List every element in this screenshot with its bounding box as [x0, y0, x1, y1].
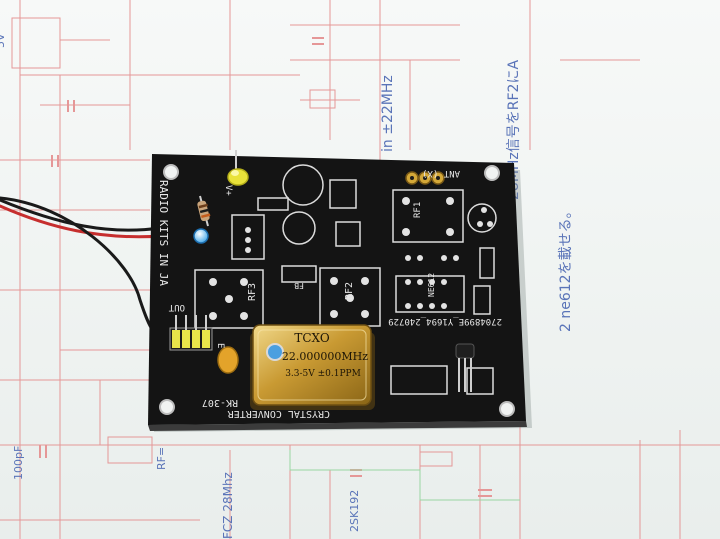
tcxo-spec: 3.3-5V ±0.1PPM	[285, 369, 361, 379]
silk-title: CRYSTAL CONVERTER	[227, 408, 330, 419]
schematic-fcz-label: FCZ 28Mhz	[221, 472, 235, 539]
pcb-board	[148, 154, 526, 425]
schematic-rf-label: RF=	[155, 447, 168, 470]
tcxo-oscillator: TCXO 22.000000MHz 3.3-5V ±0.1PPM	[250, 324, 375, 410]
silk-fb: FB	[294, 281, 304, 290]
transistor	[455, 343, 475, 392]
silk-out: OUT	[168, 302, 185, 312]
tcxo-dot	[266, 343, 284, 361]
blue-led	[193, 228, 209, 244]
silk-brand: RADIO KITS IN JA	[157, 180, 170, 286]
silk-ant: ANT (X)	[422, 168, 460, 178]
schematic-transistor-label: 2SK192	[348, 490, 361, 532]
pcb-edge	[148, 421, 527, 431]
yellow-led	[227, 150, 249, 186]
silk-rf2: RF2	[344, 282, 355, 300]
ant-connector	[405, 171, 445, 185]
schematic-cap-value: 100pF	[12, 446, 25, 480]
silk-ic: NE612	[427, 273, 436, 297]
tcxo-freq: 22.000000MHz	[282, 350, 368, 363]
silk-vplus: V+	[223, 185, 233, 196]
resistor	[197, 195, 211, 227]
mounting-holes	[159, 164, 515, 417]
schematic-pin-freq: in ±22MHz	[380, 75, 396, 152]
schematic-note-line2: 2 ne612を載せる。	[558, 204, 574, 332]
silk-serial: 2704899E_Y1694_240729	[388, 316, 502, 326]
schematic-green-trace	[289, 450, 520, 501]
schematic-supply-label: 5V	[0, 33, 7, 48]
silk-e: E	[215, 343, 225, 348]
pin-header	[169, 315, 213, 351]
silk-rf1: RF1	[413, 202, 423, 218]
tcxo-title: TCXO	[294, 331, 330, 345]
silk-model: RK-307	[202, 397, 238, 408]
silk-rf3: RF3	[247, 283, 258, 301]
solder-pads	[209, 197, 493, 320]
tantalum-capacitor	[217, 346, 239, 374]
